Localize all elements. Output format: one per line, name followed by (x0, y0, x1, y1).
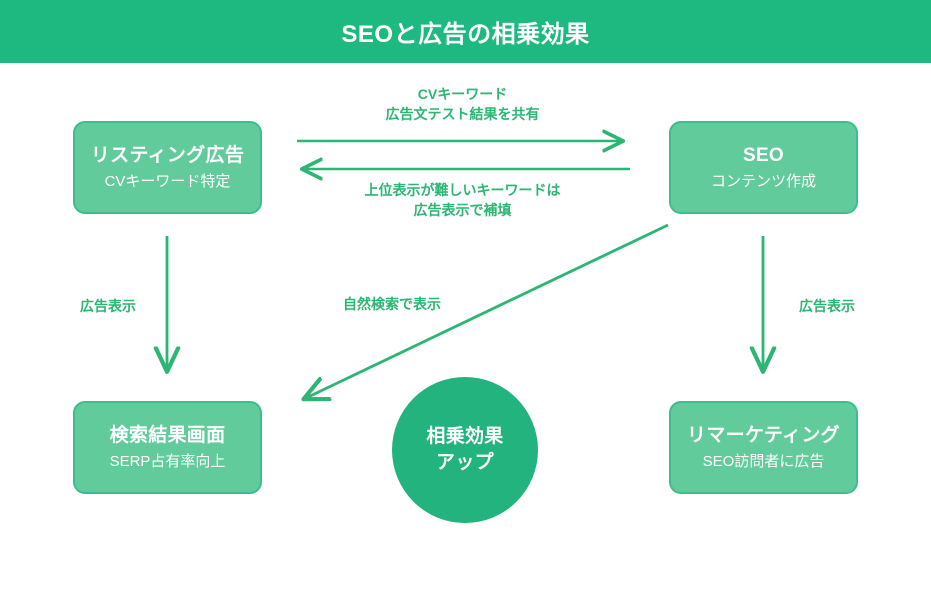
node-seo-subtitle: コンテンツ作成 (710, 172, 816, 190)
node-remarketing-title: リマーケティング (687, 424, 840, 446)
node-search-results-subtitle: SERP占有率向上 (109, 452, 226, 470)
node-seo-title: SEO (742, 144, 785, 166)
label-arrow-right-down: 広告表示 (799, 298, 855, 314)
node-synergy-line1: 相乗効果 (426, 426, 504, 448)
node-seo[interactable]: SEO コンテンツ作成 (669, 121, 858, 214)
node-remarketing-subtitle: SEO訪問者に広告 (702, 452, 825, 470)
label-arrow-bottom: 上位表示が難しいキーワードは 広告表示で補填 (364, 182, 561, 219)
node-listing-ad-subtitle: CVキーワード特定 (104, 172, 231, 190)
header-bar (0, 0, 931, 63)
node-synergy-line2: アップ (436, 452, 494, 473)
node-search-results-title: 検索結果画面 (109, 424, 226, 446)
node-search-results[interactable]: 検索結果画面 SERP占有率向上 (73, 401, 262, 494)
node-listing-ad-title: リスティング広告 (90, 144, 245, 166)
node-listing-ad[interactable]: リスティング広告 CVキーワード特定 (73, 121, 262, 214)
label-arrow-diagonal: 自然検索で表示 (343, 296, 441, 312)
label-arrow-left-down: 広告表示 (80, 298, 136, 314)
node-remarketing[interactable]: リマーケティング SEO訪問者に広告 (669, 401, 858, 494)
node-synergy-circle[interactable]: 相乗効果 アップ (392, 377, 538, 523)
page-title: SEOと広告の相乗効果 (341, 21, 590, 48)
label-arrow-top: CVキーワード 広告文テスト結果を共有 (385, 86, 540, 123)
